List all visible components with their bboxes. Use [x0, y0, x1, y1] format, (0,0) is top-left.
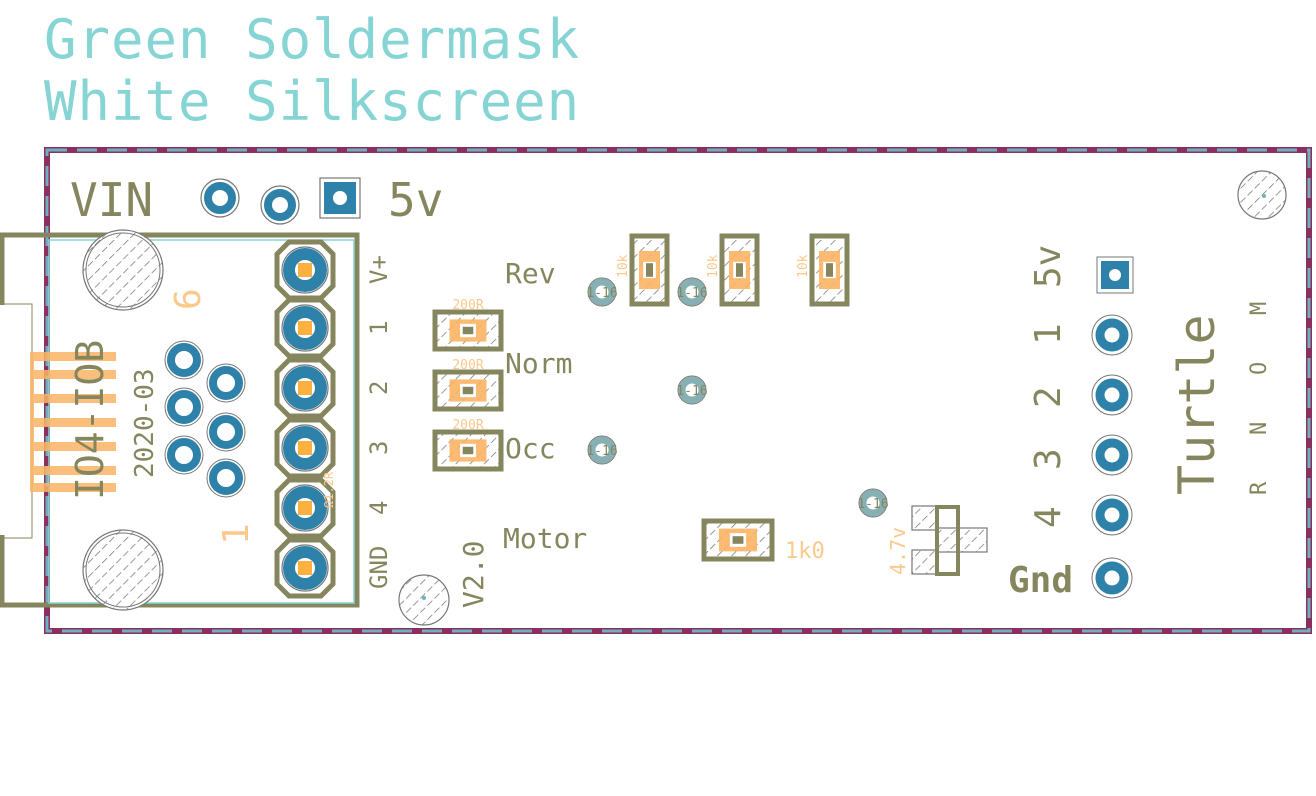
via-vin [200, 178, 240, 218]
vin-label: VIN [70, 173, 153, 227]
gnd-label: Gnd [1008, 560, 1073, 601]
pin-label: 3 [365, 441, 393, 455]
via-label: 1-16 [857, 497, 888, 512]
mounting-hole-top-right [1237, 170, 1287, 220]
header-pin [274, 477, 336, 539]
via: 1-16 [857, 488, 889, 518]
square-pad-5v [319, 177, 361, 219]
resistor: 200R [432, 298, 504, 352]
mounting-hole-bottom [398, 574, 450, 626]
right-pin-label: 3 [1028, 448, 1069, 470]
right-pin-label: 5v [1028, 245, 1069, 288]
right-header [1091, 256, 1134, 599]
pin-label: 2 [365, 381, 393, 395]
via-mid [260, 185, 300, 225]
pin-6-label: 6 [168, 288, 209, 310]
pin-label: 4 [365, 501, 393, 515]
right-letter: N [1247, 422, 1272, 435]
resistor-value: 200R [452, 298, 483, 313]
header-pin [1091, 434, 1133, 476]
tiny-value-label: Ω1.2R [322, 471, 336, 508]
resistor [701, 518, 775, 562]
pin-header [274, 239, 336, 599]
connector-part-label: IO4-IOB [68, 340, 112, 500]
resistor-value: 10k [616, 254, 631, 278]
motor-resistor-value: 1k0 [785, 539, 825, 564]
usb-fingers [30, 352, 116, 492]
via-label: 1-16 [676, 384, 707, 399]
title-line1: Green Soldermask [44, 8, 580, 71]
version-label: V2.0 [457, 541, 490, 608]
header-pin [274, 239, 336, 301]
connector-date-label: 2020-03 [130, 368, 160, 478]
right-letter: M [1247, 302, 1272, 315]
turtle-label: Turtle [1168, 314, 1226, 495]
header-pin [274, 357, 336, 419]
right-pin-label: 4 [1028, 506, 1069, 528]
resistor-value: 10k [796, 254, 811, 278]
resistor: 10k [796, 233, 850, 307]
via-label: 1-16 [676, 286, 707, 301]
resistor: 200R [432, 418, 504, 472]
resistor-value: 10k [706, 254, 721, 278]
header-pin [1091, 374, 1133, 416]
header-pin [1091, 494, 1133, 536]
signal-label-motor: Motor [503, 522, 587, 555]
via-label: 1-16 [586, 444, 617, 459]
resistor-value: 200R [452, 418, 483, 433]
via: 1-16 [586, 435, 618, 465]
zener-value: 4.7v [886, 527, 910, 575]
right-pin-label: 1 [1028, 323, 1069, 345]
via: 1-16 [586, 277, 618, 307]
usb-pins [164, 340, 246, 498]
pin-label: 1 [365, 321, 393, 335]
sot-transistor [911, 505, 988, 576]
square-pad [1096, 256, 1134, 294]
right-pin-label: 2 [1028, 386, 1069, 408]
header-pin [1091, 314, 1133, 356]
header-pin [274, 297, 336, 359]
header-pin [274, 537, 336, 599]
right-letter: R [1247, 481, 1272, 495]
title-line2: White Silkscreen [44, 70, 580, 133]
signal-label-rev: Rev [505, 257, 556, 290]
mounting-hole [82, 529, 164, 611]
via-label: 1-16 [586, 286, 617, 301]
five-v-label: 5v [388, 173, 443, 227]
mounting-hole [82, 229, 164, 311]
resistor-value: 200R [452, 358, 483, 373]
signal-label-occ: Occ [505, 432, 556, 465]
via: 1-16 [676, 277, 708, 307]
header-pin [274, 417, 336, 479]
resistor: 10k [706, 233, 760, 307]
resistor: 10k [616, 233, 670, 307]
resistor: 200R [432, 358, 504, 412]
pin-label: GND [365, 546, 393, 589]
header-pin [1091, 557, 1133, 599]
via: 1-16 [676, 375, 708, 405]
signal-label-norm: Norm [505, 347, 572, 380]
board-outline [44, 147, 1312, 634]
pin-label: V+ [365, 255, 393, 284]
right-letter: O [1247, 362, 1272, 375]
pin-1-label: 1 [216, 523, 257, 545]
